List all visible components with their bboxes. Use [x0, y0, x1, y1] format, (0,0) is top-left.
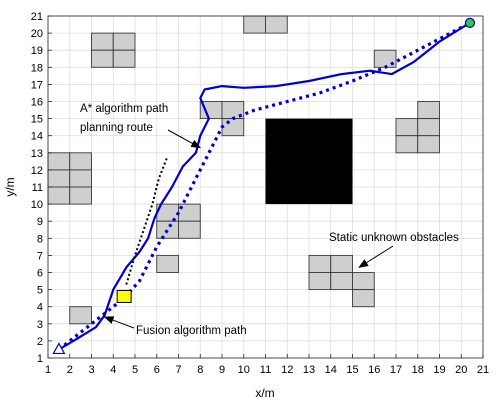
- x-tick-label: 6: [154, 364, 160, 376]
- static-unknown-obstacle-cell: [156, 254, 179, 273]
- y-tick-label: 4: [37, 302, 43, 314]
- static-unknown-obstacle-cell: [69, 306, 92, 325]
- x-tick-label: 5: [132, 364, 138, 376]
- static-unknown-obstacle-cell: [47, 186, 71, 205]
- static-unknown-obstacle-cell: [417, 135, 440, 154]
- y-tick-label: 5: [37, 285, 43, 297]
- x-tick-label: 12: [281, 364, 293, 376]
- y-tick-label: 7: [37, 250, 43, 262]
- series-path-0: [57, 21, 471, 351]
- series-path-1: [57, 21, 471, 351]
- annotation-static-obstacles: Static unknown obstacles: [329, 232, 459, 244]
- static-unknown-obstacle-cell: [395, 135, 419, 154]
- static-unknown-obstacle-cell: [91, 32, 114, 51]
- x-tick-label: 18: [412, 364, 424, 376]
- static-unknown-obstacle-cell: [352, 272, 375, 291]
- y-tick-label: 14: [31, 131, 43, 143]
- y-tick-label: 17: [31, 79, 43, 91]
- y-tick-label: 10: [31, 199, 43, 211]
- x-tick-label: 19: [433, 364, 445, 376]
- y-tick-label: 6: [37, 268, 43, 280]
- x-tick-label: 16: [368, 364, 380, 376]
- x-tick-label: 9: [219, 364, 225, 376]
- x-axis-label: x/m: [255, 386, 274, 400]
- x-tick-label: 4: [110, 364, 116, 376]
- x-tick-label: 8: [197, 364, 203, 376]
- static-unknown-obstacle-cell: [221, 118, 245, 137]
- x-tick-label: 17: [390, 364, 402, 376]
- y-tick-label: 15: [31, 114, 43, 126]
- static-unknown-obstacle-cell: [69, 169, 92, 188]
- start-marker: [52, 342, 66, 355]
- annotation-astar-line1: A* algorithm path: [80, 103, 168, 115]
- static-unknown-obstacle-cell: [265, 15, 288, 34]
- series-group: [57, 21, 471, 351]
- static-unknown-obstacle-cell: [47, 152, 71, 171]
- static-unknown-obstacle-cell: [308, 272, 332, 291]
- static-unknown-obstacle-cell: [417, 118, 440, 137]
- static-unknown-obstacle-cell: [178, 220, 201, 239]
- x-tick-label: 15: [346, 364, 358, 376]
- static-unknown-obstacle-cell: [330, 272, 353, 291]
- static-unknown-obstacle-cell: [352, 289, 375, 308]
- dynamic-obstacle: [116, 289, 132, 303]
- static-unknown-obstacle-cell: [69, 186, 92, 205]
- annotation-arrow-1: [358, 245, 394, 268]
- obstacles: [47, 15, 440, 325]
- static-unknown-obstacle-cell: [243, 15, 266, 34]
- goal-marker: [464, 17, 476, 28]
- y-tick-label: 9: [37, 216, 43, 228]
- x-tick-label: 14: [325, 364, 337, 376]
- x-tick-label: 3: [88, 364, 94, 376]
- x-tick-label: 1: [45, 364, 51, 376]
- static-unknown-obstacle-cell: [69, 152, 92, 171]
- static-unknown-obstacle-cell: [156, 220, 179, 239]
- y-tick-label: 8: [37, 233, 43, 245]
- x-tick-label: 10: [238, 364, 250, 376]
- annotation-arrow-2: [103, 316, 135, 329]
- static-unknown-obstacle-cell: [112, 32, 136, 51]
- y-tick-label: 16: [31, 97, 43, 109]
- x-tick-label: 20: [455, 364, 467, 376]
- y-tick-label: 2: [37, 336, 43, 348]
- annotations: A* algorithm path planning route Static …: [80, 103, 459, 337]
- x-tick-label: 7: [175, 364, 181, 376]
- static-unknown-obstacle-cell: [395, 118, 419, 137]
- annotation-arrow-0: [167, 129, 202, 149]
- annotation-astar-line2: planning route: [80, 122, 153, 134]
- known-obstacle: [265, 118, 353, 205]
- x-tick-label: 2: [67, 364, 73, 376]
- static-unknown-obstacle-cell: [47, 169, 71, 188]
- y-tick-label: 19: [31, 45, 43, 57]
- y-tick-label: 1: [37, 353, 43, 365]
- y-tick-label: 21: [31, 11, 43, 23]
- static-unknown-obstacle-cell: [308, 254, 332, 273]
- annotation-fusion: Fusion algorithm path: [136, 325, 247, 337]
- y-tick-label: 13: [31, 148, 43, 160]
- y-axis-label: y/m: [3, 177, 17, 196]
- y-tick-label: 12: [31, 165, 43, 177]
- y-tick-label: 11: [32, 182, 43, 194]
- y-tick-label: 20: [31, 28, 43, 40]
- y-tick-label: 3: [37, 319, 43, 331]
- x-tick-label: 21: [477, 364, 489, 376]
- static-unknown-obstacle-cell: [112, 49, 136, 68]
- static-unknown-obstacle-cell: [417, 101, 440, 120]
- x-tick-label: 13: [303, 364, 315, 376]
- static-unknown-obstacle-cell: [91, 49, 114, 68]
- static-unknown-obstacle-cell: [330, 254, 353, 273]
- x-tick-label: 11: [260, 364, 271, 376]
- y-tick-label: 18: [31, 62, 43, 74]
- markers: [52, 17, 476, 355]
